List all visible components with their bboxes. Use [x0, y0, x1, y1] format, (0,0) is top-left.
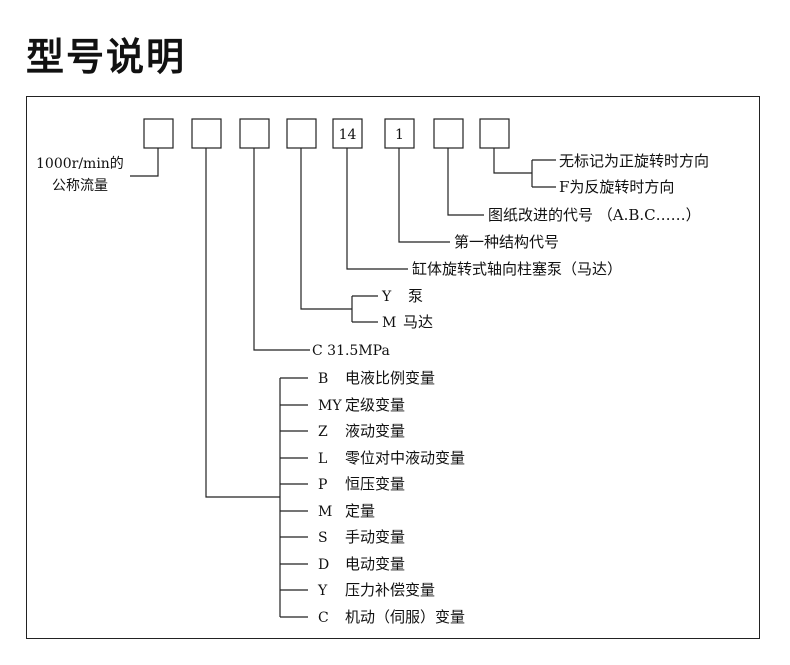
series-label: 第一种结构代号	[454, 233, 559, 251]
code-box-5-value: 14	[339, 127, 357, 143]
code-box-2	[191, 118, 222, 149]
variable-code: B	[318, 371, 328, 387]
connector-variable	[205, 148, 280, 498]
rotation-bracket	[531, 159, 556, 188]
code-box-1	[143, 118, 174, 149]
variable-desc: 压力补偿变量	[345, 581, 435, 599]
variable-desc: 机动（伺服）变量	[345, 608, 465, 626]
flow-label: 1000r/min的 公称流量	[36, 156, 124, 194]
pressure-label: C 31.5MPa	[312, 343, 390, 359]
code-box-8	[479, 118, 510, 149]
rotation-forward: 无标记为正旋转时方向	[559, 152, 709, 170]
variable-desc: 手动变量	[345, 528, 405, 546]
variable-desc: 零位对中液动变量	[345, 449, 465, 467]
variable-type-list: B 电液比例变量 MY 定级变量 Z 液动变量 L 零位对中液动变量 P 恒压变…	[317, 369, 465, 626]
variable-code: Z	[318, 424, 328, 440]
flow-label-line-1: 1000r/min的	[36, 156, 124, 172]
rotation-reverse: F为反旋转时方向	[559, 178, 674, 196]
variable-code: M	[318, 504, 332, 520]
connector-pressure	[253, 148, 310, 351]
variable-code: MY	[318, 398, 342, 414]
variable-code: D	[318, 557, 329, 573]
code-boxes: 14 1	[143, 118, 510, 149]
variable-code: P	[318, 477, 327, 493]
variable-desc: 电液比例变量	[345, 369, 435, 387]
variable-desc: 液动变量	[345, 422, 405, 440]
connector-flow	[130, 148, 159, 177]
function-bracket	[351, 295, 378, 323]
diagram-frame	[26, 96, 760, 639]
function-code: M	[382, 315, 396, 331]
connector-pump-type	[346, 148, 408, 270]
flow-label-line-2: 公称流量	[52, 178, 108, 194]
code-box-6-value: 1	[395, 127, 404, 143]
function-desc: 泵	[408, 287, 423, 305]
pump-type-label: 缸体旋转式轴向柱塞泵（马达）	[412, 260, 622, 278]
variable-code: C	[318, 610, 329, 626]
variable-code: Y	[317, 583, 328, 599]
variable-code: L	[318, 451, 327, 467]
function-desc: 马达	[403, 313, 433, 331]
connector-lines	[130, 148, 556, 618]
connector-improvement	[447, 148, 484, 216]
variable-desc: 恒压变量	[345, 475, 405, 493]
connector-function	[300, 148, 352, 310]
variable-desc: 定量	[345, 502, 375, 520]
code-box-3	[239, 118, 270, 149]
connector-series	[398, 148, 450, 243]
drawing-improvement-label: 图纸改进的代号 （A.B.C……）	[488, 206, 701, 224]
variable-desc: 电动变量	[345, 555, 405, 573]
variable-code: S	[318, 530, 328, 546]
page-title: 型号说明	[26, 35, 187, 79]
code-box-4	[286, 118, 317, 149]
function-options: Y 泵 M 马达	[381, 287, 433, 331]
connector-rotation	[493, 148, 532, 174]
variable-desc: 定级变量	[345, 396, 405, 414]
function-code: Y	[381, 289, 392, 305]
code-box-7	[433, 118, 464, 149]
